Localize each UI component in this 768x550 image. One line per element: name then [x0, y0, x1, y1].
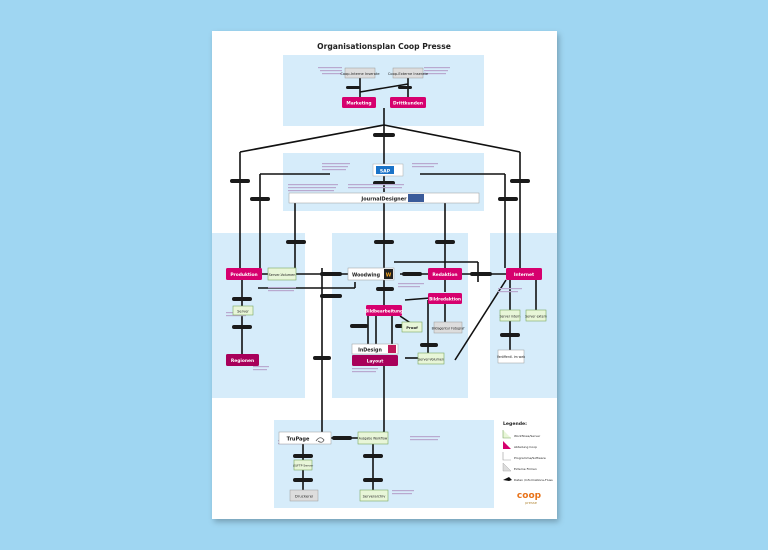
- svg-text:Veröffentl. im web: Veröffentl. im web: [497, 355, 525, 359]
- node-serverarchiv: Serverarchiv: [359, 489, 389, 502]
- svg-text:Produktion: Produktion: [230, 272, 257, 278]
- legend-item-programme: Programme/Software: [502, 452, 546, 461]
- svg-text:Server-Volumen: Server-Volumen: [418, 358, 444, 362]
- legend-item-datenfluss: Daten /Informations-Fluss: [503, 477, 553, 482]
- node-woodwing: Woodwing W: [347, 267, 395, 281]
- node-veroeffentlichung: Veröffentl. im web: [497, 349, 525, 364]
- svg-text:Externe Firmen: Externe Firmen: [514, 467, 537, 471]
- svg-text:Layout: Layout: [367, 359, 384, 365]
- svg-text:Drittkunden: Drittkunden: [393, 101, 423, 107]
- node-server-volumen-left: Server-Volumen: [267, 267, 297, 281]
- node-internet: Internet: [506, 268, 542, 280]
- node-server-extern: Server extern: [525, 309, 547, 322]
- node-indesign: InDesign: [351, 343, 399, 355]
- svg-text:Programme/Software: Programme/Software: [514, 456, 546, 460]
- trupage-swirl-icon: [315, 437, 325, 443]
- node-layout: Layout: [352, 355, 398, 366]
- coop-presse-logo: coop presse: [517, 491, 542, 505]
- legend: Legende: Workflows/Server Abteilung Coop…: [502, 421, 553, 482]
- flow-lines: [239, 78, 537, 490]
- svg-text:Server: Server: [237, 310, 249, 314]
- node-bildagentur: Bildagentur Fotograf: [432, 321, 466, 334]
- svg-text:TruPage: TruPage: [287, 437, 310, 443]
- svg-text:Druckerei: Druckerei: [295, 494, 313, 499]
- svg-text:Server extern: Server extern: [525, 315, 547, 319]
- svg-text:InDesign: InDesign: [358, 348, 382, 354]
- node-sap: SAP: [372, 163, 404, 177]
- svg-text:Coop-Interne Inserate: Coop-Interne Inserate: [340, 72, 380, 76]
- svg-text:Regionen: Regionen: [231, 358, 254, 364]
- node-marketing: Marketing: [342, 97, 376, 108]
- poster-title: Organisationsplan Coop Presse: [317, 42, 451, 51]
- legend-item-extern: Externe Firmen: [502, 462, 537, 472]
- svg-text:Server-Volumen: Server-Volumen: [269, 273, 296, 277]
- svg-text:(S)FTP Server: (S)FTP Server: [293, 464, 314, 468]
- node-ftp-server: (S)FTP Server: [293, 459, 314, 471]
- legend-item-workflows: Workflows/Server: [502, 430, 541, 439]
- svg-text:Abteilung Coop: Abteilung Coop: [514, 445, 537, 449]
- node-coop-interne: Coop-Interne Inserate: [340, 67, 380, 79]
- svg-text:Proof: Proof: [406, 325, 418, 330]
- node-druckerei: Druckerei: [289, 489, 319, 502]
- svg-text:Bildbearbeitung: Bildbearbeitung: [365, 309, 403, 314]
- svg-text:Redaktion: Redaktion: [432, 272, 457, 278]
- svg-text:Woodwing: Woodwing: [352, 273, 381, 279]
- svg-text:JournalDesigner: JournalDesigner: [360, 197, 407, 203]
- node-bildbearbeitung: Bildbearbeitung: [365, 305, 403, 316]
- node-server-left: Server: [232, 305, 254, 316]
- node-server-intern: Server intern: [500, 309, 521, 322]
- legend-item-abteilung: Abteilung Coop: [503, 441, 537, 449]
- node-ausgabe-workflow: Ausgabe Workflow: [357, 431, 389, 445]
- svg-text:Serverarchiv: Serverarchiv: [363, 495, 387, 499]
- svg-text:W: W: [386, 273, 392, 279]
- zone-produktion: [212, 233, 305, 398]
- legend-title: Legende:: [503, 421, 527, 427]
- svg-text:Marketing: Marketing: [346, 101, 371, 107]
- flow-arrow-icon: [503, 477, 512, 481]
- node-journaldesigner: JournalDesigner: [288, 192, 480, 204]
- node-regionen: Regionen: [226, 354, 259, 366]
- node-server-volumen-mid: Server-Volumen: [417, 352, 445, 365]
- svg-text:presse: presse: [525, 501, 538, 505]
- svg-text:Server intern: Server intern: [500, 315, 521, 319]
- svg-text:coop: coop: [517, 491, 542, 501]
- node-coop-externe: Coop-Externe Inserate: [388, 67, 429, 79]
- node-proof: Proof: [401, 321, 423, 333]
- svg-text:Daten /Informations-Fluss: Daten /Informations-Fluss: [514, 478, 553, 482]
- svg-text:Coop-Externe Inserate: Coop-Externe Inserate: [388, 72, 429, 76]
- node-redaktion: Redaktion: [428, 268, 462, 280]
- svg-text:Bildagentur Fotograf: Bildagentur Fotograf: [432, 327, 466, 331]
- node-bildredaktion: Bildredaktion: [428, 293, 462, 304]
- svg-text:SAP: SAP: [380, 169, 391, 175]
- node-trupage: TruPage: [278, 431, 332, 445]
- node-drittkunden: Drittkunden: [390, 97, 426, 108]
- svg-text:Bildredaktion: Bildredaktion: [429, 297, 461, 302]
- node-produktion: Produktion: [226, 268, 262, 280]
- svg-text:Internet: Internet: [514, 272, 534, 278]
- svg-text:Workflows/Server: Workflows/Server: [514, 434, 541, 438]
- svg-text:Ausgabe Workflow: Ausgabe Workflow: [359, 437, 388, 441]
